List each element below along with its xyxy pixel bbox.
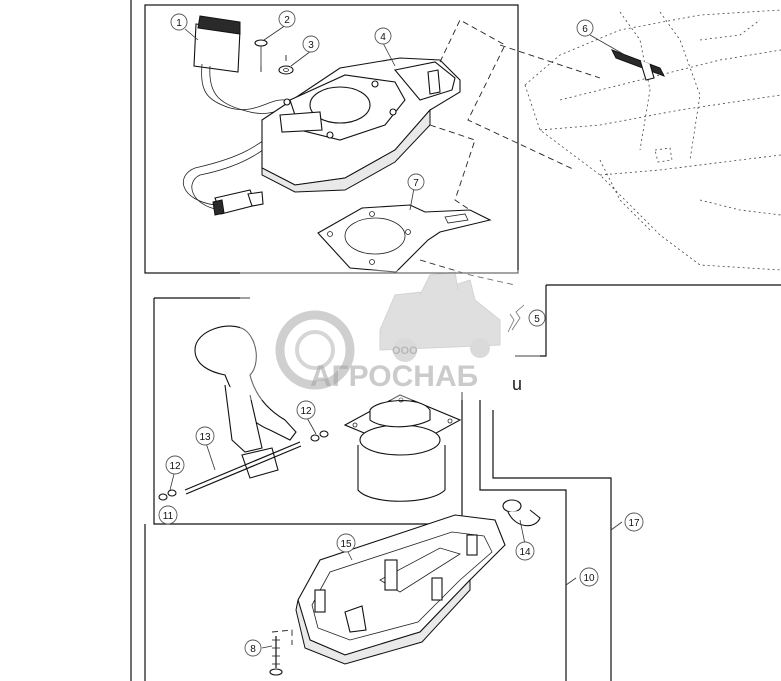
watermark-company-prefix: ООО	[392, 345, 418, 357]
svg-text:10: 10	[583, 573, 595, 584]
callout-15: 15	[336, 533, 356, 553]
callout-13: 13	[195, 426, 215, 446]
watermark: ООО АГРОСНАБ	[240, 270, 540, 400]
callout-7: 7	[407, 173, 425, 191]
svg-text:8: 8	[250, 644, 256, 655]
callout-10: 10	[579, 567, 599, 587]
assembly-dash-lines	[419, 19, 601, 286]
svg-text:17: 17	[628, 518, 640, 529]
callout-6: 6	[576, 19, 594, 37]
part-8-bolt	[269, 629, 293, 676]
part-3-washer	[278, 55, 294, 75]
tractor-console-outline	[524, 9, 781, 271]
svg-text:14: 14	[519, 547, 531, 558]
callout-11: 11	[158, 505, 178, 525]
watermark-company-name: АГРОСНАБ	[310, 360, 478, 393]
svg-text:15: 15	[340, 539, 352, 550]
svg-text:12: 12	[300, 406, 312, 417]
svg-text:5: 5	[534, 314, 540, 325]
callout-1: 1	[170, 13, 188, 31]
stray-character: u	[512, 374, 522, 394]
diagram-frames	[130, 0, 781, 681]
part-13-gear-lever	[158, 325, 329, 501]
svg-text:1: 1	[176, 18, 182, 29]
svg-text:11: 11	[163, 511, 174, 522]
part-7-gasket	[317, 204, 492, 273]
svg-text:3: 3	[308, 40, 314, 51]
callout-14: 14	[515, 541, 535, 561]
svg-text:13: 13	[199, 432, 211, 443]
callout-12-left: 12	[165, 455, 185, 475]
part-15-lower-cover	[295, 514, 506, 665]
svg-text:2: 2	[284, 15, 290, 26]
svg-text:6: 6	[582, 24, 588, 35]
part-5-spring	[507, 304, 525, 333]
callout-8: 8	[244, 639, 262, 657]
callout-3: 3	[302, 35, 320, 53]
watermark-gear-icon	[275, 310, 355, 390]
callout-12-upper: 12	[296, 400, 316, 420]
svg-text:7: 7	[413, 178, 419, 189]
part-6-lever	[610, 49, 666, 81]
part-4-console-housing	[261, 57, 461, 193]
part-1-switch	[182, 15, 291, 216]
part-14-clamp	[502, 499, 541, 527]
part-2-screw	[254, 39, 268, 76]
callout-4: 4	[374, 27, 392, 45]
callout-17: 17	[624, 512, 644, 532]
callout-2: 2	[278, 10, 296, 28]
callout-5: 5	[528, 309, 546, 327]
svg-text:12: 12	[169, 461, 181, 472]
leader-lines	[169, 24, 626, 649]
watermark-harvester-icon	[379, 271, 501, 362]
cylinder-housing	[343, 394, 462, 502]
svg-text:4: 4	[380, 32, 386, 43]
